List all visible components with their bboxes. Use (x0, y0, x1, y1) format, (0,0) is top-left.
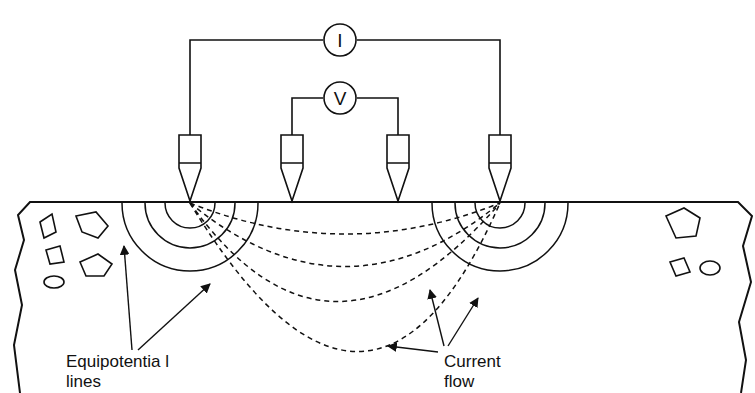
probes (179, 135, 511, 201)
leader-arrows (124, 246, 478, 352)
current-flow-lines (190, 203, 500, 352)
voltmeter-circle: V (323, 81, 357, 115)
concrete-block (14, 202, 752, 393)
aggregate-stones (40, 208, 720, 288)
equipotential-label: Equipotentia l lines (66, 352, 176, 392)
equipotential-lines (122, 203, 568, 271)
meter-letter: I (337, 31, 342, 50)
current-flow-label: Current flow (444, 352, 516, 392)
meter-letter: V (334, 89, 347, 108)
ammeter-circle: I (323, 23, 357, 57)
